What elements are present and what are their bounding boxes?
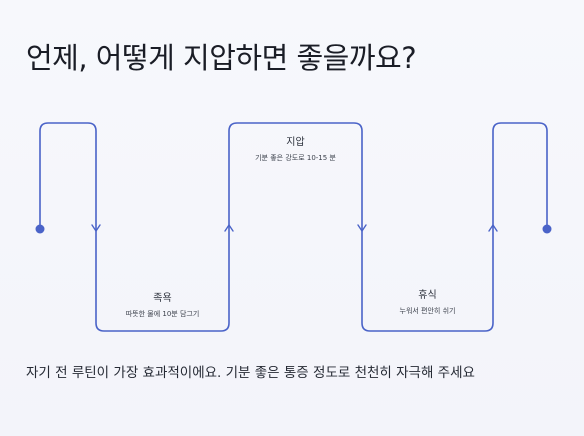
flow-end-dot	[542, 224, 552, 234]
step-description: 기분 좋은 강도로 10-15 분	[255, 154, 336, 162]
step-name: 족욕	[153, 293, 172, 304]
arrow-down-icon	[91, 224, 101, 232]
footer-note: 자기 전 루틴이 가장 효과적이에요. 기분 좋은 통증 정도로 천천히 자극해…	[26, 365, 475, 381]
step-rest: 휴식 누워서 편안히 쉬기	[370, 289, 485, 316]
step-name: 지압	[286, 137, 305, 148]
flow-start-dot	[35, 224, 45, 234]
step-name: 휴식	[418, 290, 437, 301]
step-footbath: 족욕 따뜻한 물에 10분 담그기	[104, 292, 221, 319]
arrow-up-icon	[488, 224, 498, 232]
step-description: 누워서 편안히 쉬기	[399, 307, 456, 315]
arrow-up-icon	[224, 224, 234, 232]
step-acupressure: 지압 기분 좋은 강도로 10-15 분	[244, 136, 347, 163]
page-title: 언제, 어떻게 지압하면 좋을까요?	[26, 41, 417, 75]
flow-path	[39, 122, 548, 332]
step-description: 따뜻한 물에 10분 담그기	[125, 310, 200, 318]
arrow-down-icon	[357, 224, 367, 232]
